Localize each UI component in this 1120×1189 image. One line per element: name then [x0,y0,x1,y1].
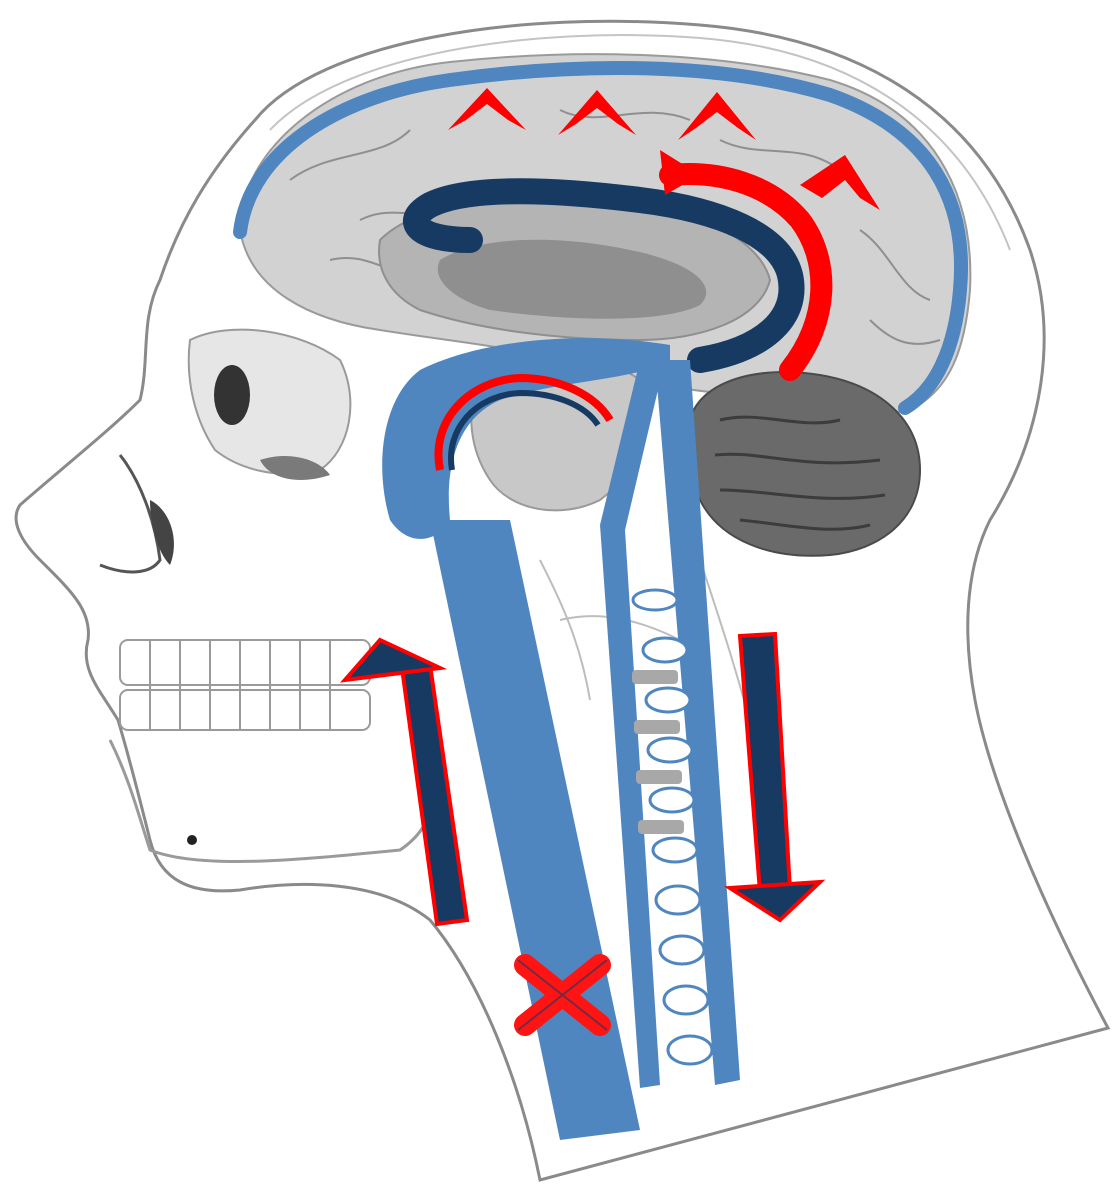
eye-icon [214,365,250,425]
chin-point [187,835,197,845]
teeth-icon [120,640,370,730]
